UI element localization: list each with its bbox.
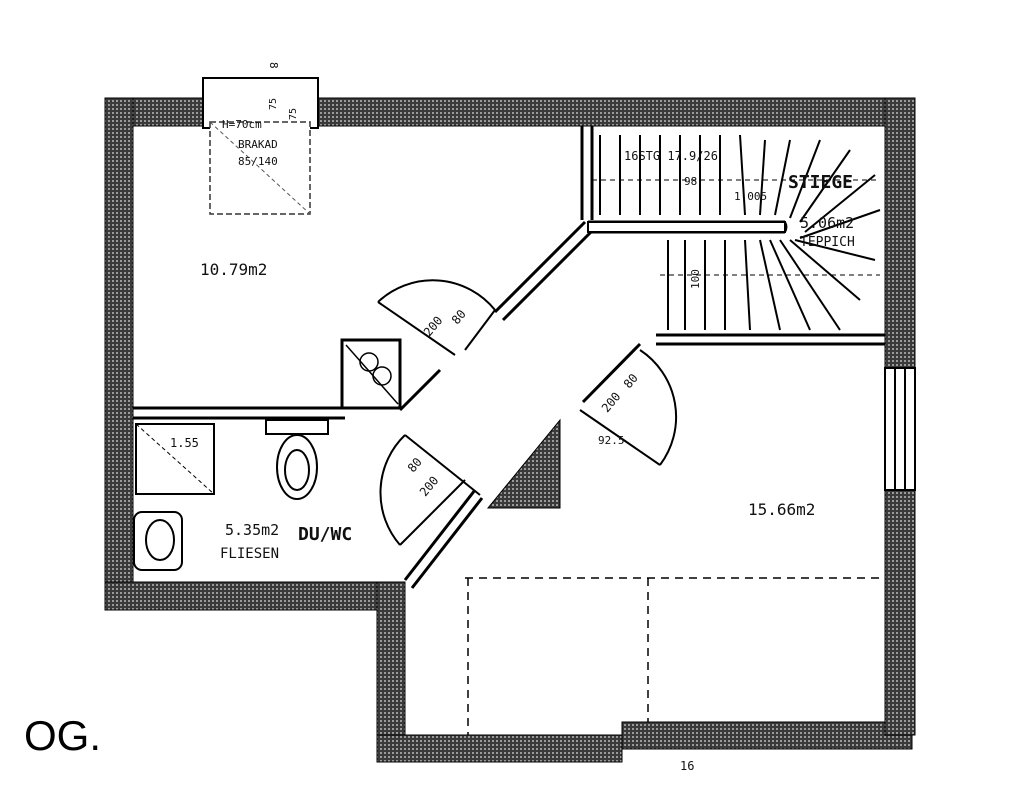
floor-label: OG. (24, 712, 102, 759)
room-area-bath: 5.35m2 (225, 521, 279, 539)
door-swing-3[interactable] (379, 434, 481, 546)
exterior-walls (104, 97, 916, 763)
shower-size: 1.55 (170, 436, 199, 450)
stairs-width: 98 (684, 175, 697, 188)
stairs-area: 5.06m2 (800, 214, 854, 232)
window-box-top (202, 77, 319, 215)
door-2-leaf: 200 (599, 389, 624, 415)
window-type: BRAKAD (238, 138, 278, 151)
door-3-width: 80 (405, 455, 425, 475)
room-name-bath: DU/WC (298, 524, 352, 545)
room-area-left: 10.79m2 (200, 260, 267, 279)
window-size: 85/140 (238, 155, 278, 168)
roof-lines (465, 577, 885, 735)
corridor-walls (398, 220, 642, 589)
staircase (587, 134, 881, 331)
stairs-finish: TEPPICH (800, 235, 855, 250)
room-finish-bath: FLIESEN (220, 546, 279, 562)
door-2-extra: 92.5 (598, 434, 625, 447)
window-right (884, 367, 916, 491)
window-dim-3: 75 (288, 108, 299, 120)
door-3-leaf: 200 (417, 473, 442, 499)
bottom-dim: 16 (680, 759, 694, 773)
washbasin (133, 511, 183, 571)
door-2-width: 80 (621, 371, 641, 391)
door-1-leaf: 200 (421, 313, 446, 339)
shower-tray (135, 423, 215, 495)
window-height-note: H=70cm (222, 118, 262, 131)
shaft (345, 344, 399, 405)
door-1-width: 80 (449, 307, 469, 327)
door-swing-1[interactable] (377, 279, 496, 356)
stairs-handrail: 100 (689, 269, 702, 289)
room-area-right: 15.66m2 (748, 500, 815, 519)
window-dim: 8 (267, 62, 280, 69)
door-swing-2[interactable] (579, 349, 678, 466)
stairs-name: STIEGE (788, 172, 853, 193)
stairs-landing: 1.005 (734, 190, 767, 203)
window-dim-2: 75 (268, 98, 279, 110)
toilet (265, 419, 329, 500)
stairs-steps: 16STG 17.9/26 (624, 149, 718, 163)
wall-hatch-triangle (486, 418, 561, 509)
